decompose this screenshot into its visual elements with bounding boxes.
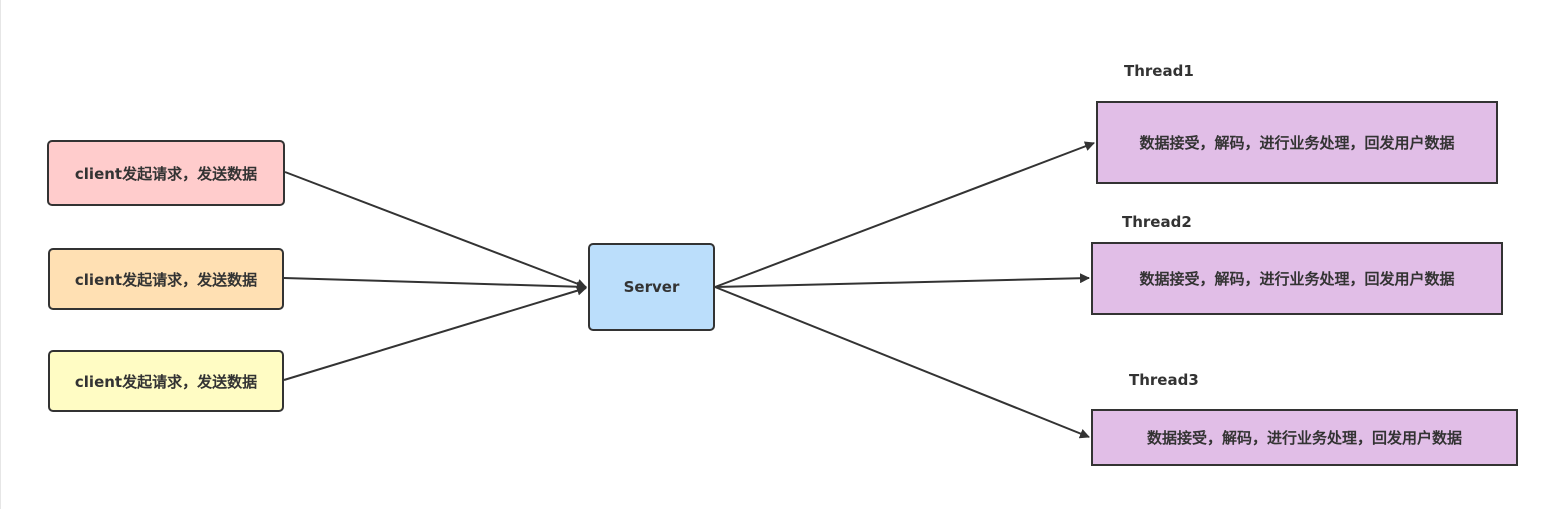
arrow-server-to-thread1 xyxy=(714,141,1095,288)
arrow-client1-to-server xyxy=(284,171,587,289)
arrow-client3-to-server xyxy=(283,285,587,381)
thread1-title: Thread1 xyxy=(1124,62,1194,80)
thread2-title: Thread2 xyxy=(1122,213,1192,231)
thread1-box: 数据接受，解码，进行业务处理，回发用户数据 xyxy=(1096,101,1498,184)
arrow-client2-to-server xyxy=(283,277,587,292)
thread2-box: 数据接受，解码，进行业务处理，回发用户数据 xyxy=(1091,242,1503,315)
thread3-box-label: 数据接受，解码，进行业务处理，回发用户数据 xyxy=(1146,429,1462,447)
server-box: Server xyxy=(588,243,715,331)
client-box-2-label: client发起请求，发送数据 xyxy=(74,270,258,289)
arrow-server-to-thread2 xyxy=(714,273,1090,288)
thread1-box-label: 数据接受，解码，进行业务处理，回发用户数据 xyxy=(1139,134,1455,152)
client-box-3-label: client发起请求，发送数据 xyxy=(74,372,258,391)
thread3-box: 数据接受，解码，进行业务处理，回发用户数据 xyxy=(1091,409,1518,466)
client-box-3: client发起请求，发送数据 xyxy=(48,350,284,412)
arrow-server-to-thread3 xyxy=(714,286,1090,439)
client-box-1: client发起请求，发送数据 xyxy=(47,140,285,206)
thread3-title: Thread3 xyxy=(1129,371,1199,389)
server-label: Server xyxy=(623,278,680,296)
client-box-1-label: client发起请求，发送数据 xyxy=(74,164,258,183)
client-box-2: client发起请求，发送数据 xyxy=(48,248,284,310)
thread2-box-label: 数据接受，解码，进行业务处理，回发用户数据 xyxy=(1139,270,1455,288)
